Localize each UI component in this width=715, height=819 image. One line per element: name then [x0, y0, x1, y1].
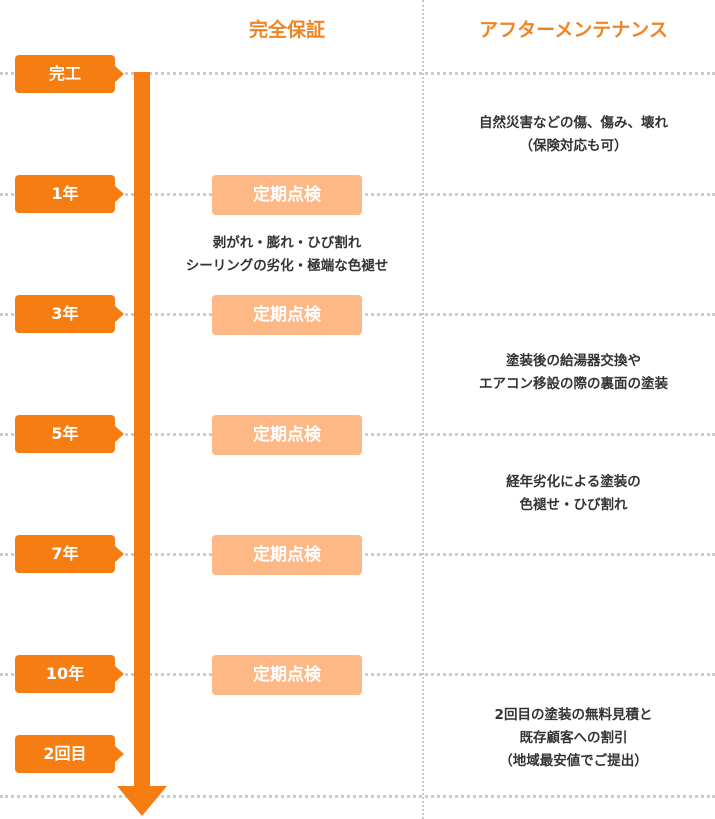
milestone-second-coat: 2回目 [15, 735, 124, 773]
milestone-1yr: 1年 [15, 175, 124, 213]
timeline-arrow-head [117, 786, 167, 816]
milestone-5yr: 5年 [15, 415, 124, 453]
inspection-pill-3yr: 定期点検 [212, 295, 362, 335]
timeline-arrow-shaft [134, 72, 150, 788]
maintenance-note-repaint: 2回目の塗装の無料見積と 既存顧客への割引 （地域最安値でご提出） [494, 707, 653, 769]
inspection-pill-5yr: 定期点検 [212, 415, 362, 455]
milestone-10yr: 10年 [15, 655, 124, 693]
inspection-pill-7yr: 定期点検 [212, 535, 362, 575]
milestone-7yr: 7年 [15, 535, 124, 573]
column-divider [422, 0, 424, 819]
maintenance-column-header: アフターメンテナンス [479, 19, 668, 41]
inspection-pill-1yr: 定期点検 [212, 175, 362, 215]
row-line-bottom [0, 795, 715, 798]
warranty-coverage-note: 剥がれ・膨れ・ひび割れ シーリングの劣化・極端な色褪せ [185, 235, 389, 274]
maintenance-note-aging: 経年劣化による塗装の 色褪せ・ひび割れ [506, 474, 641, 513]
maintenance-note-disaster: 自然災害などの傷、傷み、壊れ （保険対応も可） [479, 115, 668, 154]
milestone-3yr: 3年 [15, 295, 124, 333]
inspection-pill-10yr: 定期点検 [212, 655, 362, 695]
warranty-column-header: 完全保証 [248, 19, 325, 41]
milestone-complete: 完工 [15, 55, 124, 93]
row-line-complete [0, 72, 715, 75]
maintenance-note-equipment: 塗装後の給湯器交換や エアコン移設の際の裏面の塗装 [479, 353, 668, 392]
